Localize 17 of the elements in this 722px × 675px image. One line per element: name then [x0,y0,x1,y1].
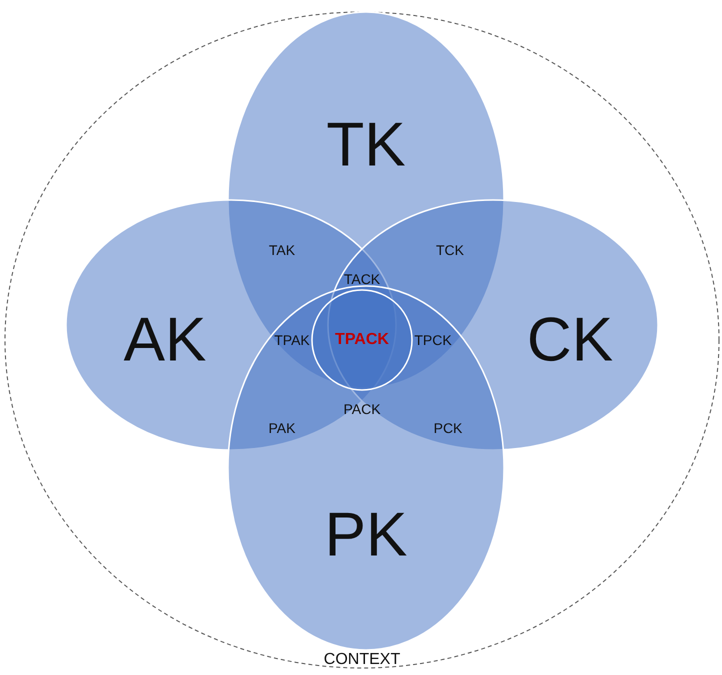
overlap-label: PACK [343,401,381,417]
overlap-label: TPAK [274,332,310,348]
context-ellipse [5,12,719,668]
overlap-label: TAK [268,242,296,258]
overlap-label: PAK [268,420,296,436]
knowledge-ellipse [312,290,412,390]
knowledge-label: TK [326,110,406,180]
knowledge-label: PK [324,500,408,570]
knowledge-label: AK [124,304,206,376]
knowledge-label: TPACK [335,331,389,349]
knowledge-ellipse [228,286,504,650]
knowledge-label: CK [526,304,614,376]
overlap-label: TACK [344,271,380,287]
context-label: CONTEXT [324,651,400,669]
overlap-label: PCK [434,420,462,436]
overlap-label: TCK [436,242,464,258]
overlap-label: TPCK [414,332,452,348]
